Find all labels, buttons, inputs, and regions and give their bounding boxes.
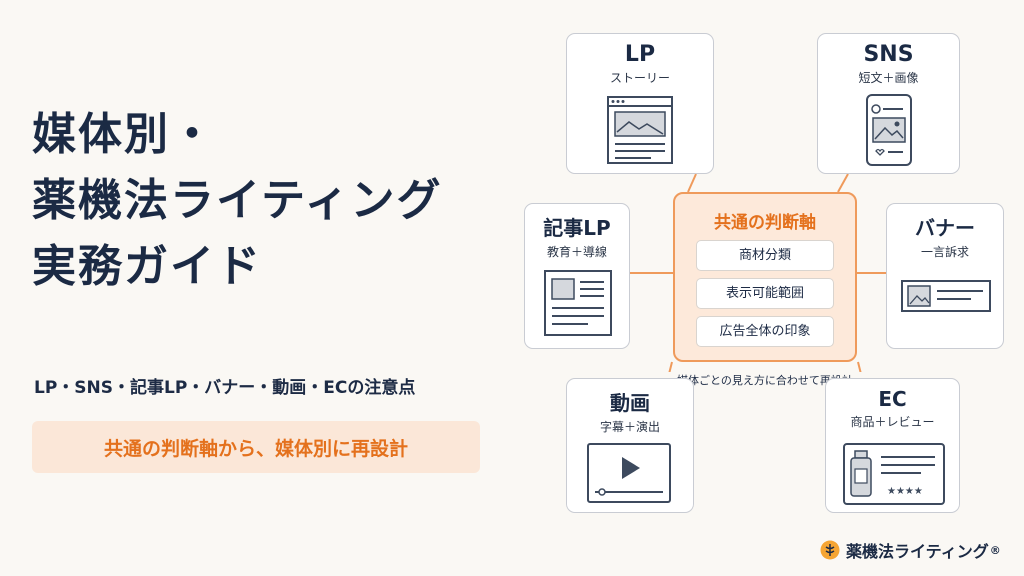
card-lp-title: LP xyxy=(624,42,656,67)
card-lp: LP ストーリー xyxy=(566,33,714,174)
card-sns: SNS 短文＋画像 xyxy=(817,33,960,174)
video-player-icon xyxy=(587,443,671,503)
common-criteria-hub: 共通の判断軸 商材分類 表示可能範囲 広告全体の印象 xyxy=(673,192,857,362)
brand-logo: 薬機法ライティング® xyxy=(820,538,1001,562)
card-sns-title: SNS xyxy=(863,42,914,67)
page-title: 媒体別・ 薬機法ライティング 実務ガイド xyxy=(32,102,512,300)
card-banner-title: バナー xyxy=(915,216,975,240)
page-subtitle: LP・SNS・記事LP・バナー・動画・ECの注意点 xyxy=(34,378,416,398)
card-ec-subtitle: 商品＋レビュー xyxy=(850,415,935,429)
brand-name: 薬機法ライティング xyxy=(846,542,989,561)
svg-text:★★★★: ★★★★ xyxy=(887,486,923,497)
product-review-icon: ★★★★ xyxy=(843,443,945,505)
card-video-subtitle: 字幕＋演出 xyxy=(599,420,660,434)
card-ec-title: EC xyxy=(878,387,907,411)
banner-image-icon xyxy=(901,280,991,312)
card-video-title: 動画 xyxy=(610,391,650,415)
card-article-subtitle: 教育＋導線 xyxy=(546,245,607,259)
hub-item-product-category: 商材分類 xyxy=(696,240,834,271)
brand-registered-mark: ® xyxy=(989,543,1001,557)
smartphone-post-icon xyxy=(866,94,912,166)
brand-logo-icon xyxy=(820,540,840,560)
card-article-title: 記事LP xyxy=(543,216,611,240)
card-lp-subtitle: ストーリー xyxy=(609,71,670,85)
highlight-banner: 共通の判断軸から、媒体別に再設計 xyxy=(32,421,480,473)
hub-item-expression-range: 表示可能範囲 xyxy=(696,278,834,309)
card-banner: バナー 一言訴求 xyxy=(886,203,1004,349)
hub-title: 共通の判断軸 xyxy=(714,213,816,233)
browser-window-icon xyxy=(607,96,673,164)
hub-note: 媒体ごとの見え方に合わせて再設計 xyxy=(662,372,868,388)
card-banner-subtitle: 一言訴求 xyxy=(920,245,969,259)
title-line-2: 薬機法ライティング xyxy=(32,175,443,226)
card-sns-subtitle: 短文＋画像 xyxy=(858,71,919,85)
card-ec: EC 商品＋レビュー ★★★★ xyxy=(825,378,960,513)
title-line-1: 媒体別・ xyxy=(32,109,216,160)
title-line-3: 実務ガイド xyxy=(32,241,262,292)
hub-item-overall-impression: 広告全体の印象 xyxy=(696,316,834,347)
card-video: 動画 字幕＋演出 xyxy=(566,378,694,513)
card-article-lp: 記事LP 教育＋導線 xyxy=(524,203,630,349)
article-document-icon xyxy=(544,270,612,336)
